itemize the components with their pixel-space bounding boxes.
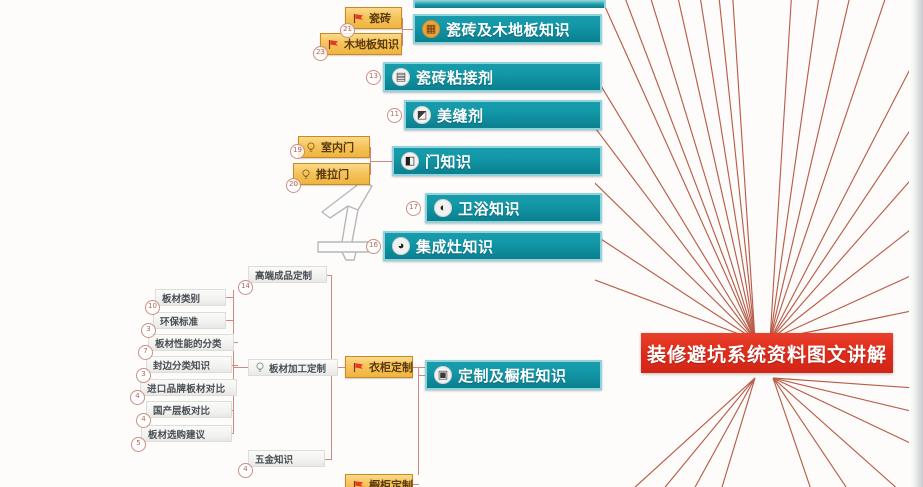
badge-23: 23 [313, 46, 328, 61]
connector [233, 290, 234, 434]
badge-3b: 3 [136, 368, 151, 383]
connector [418, 375, 426, 376]
topic-bar-tile-flooring[interactable]: ▦ 瓷砖及木地板知识 [413, 14, 602, 44]
leaf-label: 板材选购建议 [148, 429, 206, 441]
connector [402, 29, 415, 30]
cabinet-icon: ▣ [434, 366, 452, 384]
connector [325, 459, 332, 460]
bath-icon: ◐ [434, 199, 452, 217]
topic-bar-label: 瓷砖及木地板知识 [446, 20, 571, 39]
badge-4a: 4 [130, 390, 145, 405]
leaf-label: 环保标准 [160, 316, 199, 328]
leaf-label: 板材类别 [162, 293, 201, 305]
subtopic-interior-door[interactable]: 室内门 [298, 136, 370, 158]
leaf-board-category[interactable]: 板材类别 [155, 289, 226, 306]
subtopic-label: 橱柜定制 [369, 479, 413, 487]
leaf-premium-finished-custom[interactable]: 高端成品定制 [248, 266, 327, 283]
connector [370, 161, 394, 162]
leaf-label: 国产层板对比 [153, 405, 211, 417]
leaf-label: 板材加工定制 [269, 363, 327, 375]
topic-bar-custom-cabinet[interactable]: ▣ 定制及橱柜知识 [425, 360, 602, 390]
sunburst-rays [595, 0, 923, 487]
leaf-label: 高端成品定制 [255, 270, 313, 282]
subtopic-label: 瓷砖 [369, 12, 391, 25]
badge-3a: 3 [141, 323, 156, 338]
bulb-icon [302, 168, 310, 179]
connector [418, 367, 419, 375]
topic-bar-label: 门知识 [425, 152, 472, 171]
subtopic-wood-flooring[interactable]: 木地板知识 [320, 33, 402, 55]
subtopic-label: 推拉门 [316, 168, 349, 181]
leaf-board-purchase-advice[interactable]: 板材选购建议 [141, 425, 232, 442]
topic-bar-label: 卫浴知识 [458, 199, 521, 218]
subtopic-label: 木地板知识 [344, 38, 399, 51]
leaf-board-performance-class[interactable]: 板材性能的分类 [148, 334, 234, 351]
badge-16: 16 [366, 239, 381, 254]
badge-21: 21 [340, 23, 355, 38]
adhesive-icon: ▤ [392, 68, 410, 86]
leaf-eco-standard[interactable]: 环保标准 [153, 312, 226, 329]
stove-icon: ◕ [392, 237, 410, 255]
connector [327, 275, 332, 276]
topic-bar-label: 定制及橱柜知识 [458, 366, 567, 385]
leaf-hardware-knowledge[interactable]: 五金知识 [248, 450, 325, 467]
connector [232, 365, 238, 366]
sealant-icon: ◩ [413, 106, 431, 124]
connector [233, 367, 249, 368]
connector [232, 342, 238, 343]
subtopic-kitchen-cabinet-custom[interactable]: 橱柜定制 [345, 474, 413, 487]
badge-11: 11 [387, 108, 402, 123]
leaf-board-processing-custom[interactable]: 板材加工定制 [248, 359, 338, 376]
door-icon: ◧ [401, 152, 419, 170]
topic-bar-sealant[interactable]: ◩ 美缝剂 [404, 100, 602, 130]
bulb-icon [256, 362, 264, 372]
leaf-edge-banding-knowledge[interactable]: 封边分类知识 [146, 356, 232, 373]
topic-bar-label: 美缝剂 [437, 106, 484, 125]
leaf-label: 五金知识 [255, 454, 294, 466]
badge-7: 7 [138, 345, 153, 360]
tile-icon: ▦ [422, 20, 440, 38]
topic-bar-integrated-stove[interactable]: ◕ 集成灶知识 [383, 231, 602, 261]
leaf-label: 板材性能的分类 [155, 338, 222, 350]
subtopic-tile[interactable]: 瓷砖 [345, 7, 402, 29]
banner-title-text: 装修避坑系统资料图文讲解 [646, 343, 887, 366]
badge-10: 10 [145, 300, 160, 315]
connector [226, 320, 234, 321]
subtopic-wardrobe-custom[interactable]: 衣柜定制 [345, 356, 413, 378]
badge-19: 19 [290, 144, 305, 159]
subtopic-sliding-door[interactable]: 推拉门 [293, 163, 370, 185]
connector [413, 367, 425, 368]
badge-20: 20 [286, 178, 301, 193]
connector [331, 367, 345, 368]
leaf-label: 进口品牌板材对比 [147, 383, 226, 395]
flag-icon [328, 39, 339, 49]
topic-bar-label: 集成灶知识 [416, 237, 494, 256]
badge-5: 5 [131, 437, 146, 452]
badge-13: 13 [366, 70, 381, 85]
flag-icon [353, 362, 364, 372]
badge-4c: 4 [238, 463, 253, 478]
connector [413, 484, 419, 485]
bulb-icon [307, 141, 315, 152]
badge-4b: 4 [136, 413, 151, 428]
leaf-domestic-board-compare[interactable]: 国产层板对比 [146, 401, 232, 418]
subtopic-label: 衣柜定制 [369, 361, 413, 374]
partial-topic-bar-top[interactable] [413, 0, 606, 8]
leaf-imported-brand-compare[interactable]: 进口品牌板材对比 [140, 379, 237, 396]
connector [418, 375, 419, 475]
subtopic-label: 室内门 [321, 141, 354, 154]
page-edge [909, 0, 923, 487]
badge-17: 17 [406, 201, 421, 216]
connector [226, 297, 234, 298]
topic-bar-door[interactable]: ◧ 门知识 [392, 146, 602, 176]
connector [402, 18, 403, 46]
title-banner: 装修避坑系统资料图文讲解 [641, 333, 893, 373]
flag-icon [353, 480, 364, 487]
badge-14: 14 [238, 280, 253, 295]
leaf-label: 封边分类知识 [153, 360, 211, 372]
topic-bar-tile-adhesive[interactable]: ▤ 瓷砖粘接剂 [383, 62, 602, 92]
topic-bar-bathroom[interactable]: ◐ 卫浴知识 [425, 193, 602, 223]
flag-icon [353, 13, 364, 23]
topic-bar-label: 瓷砖粘接剂 [416, 68, 494, 87]
